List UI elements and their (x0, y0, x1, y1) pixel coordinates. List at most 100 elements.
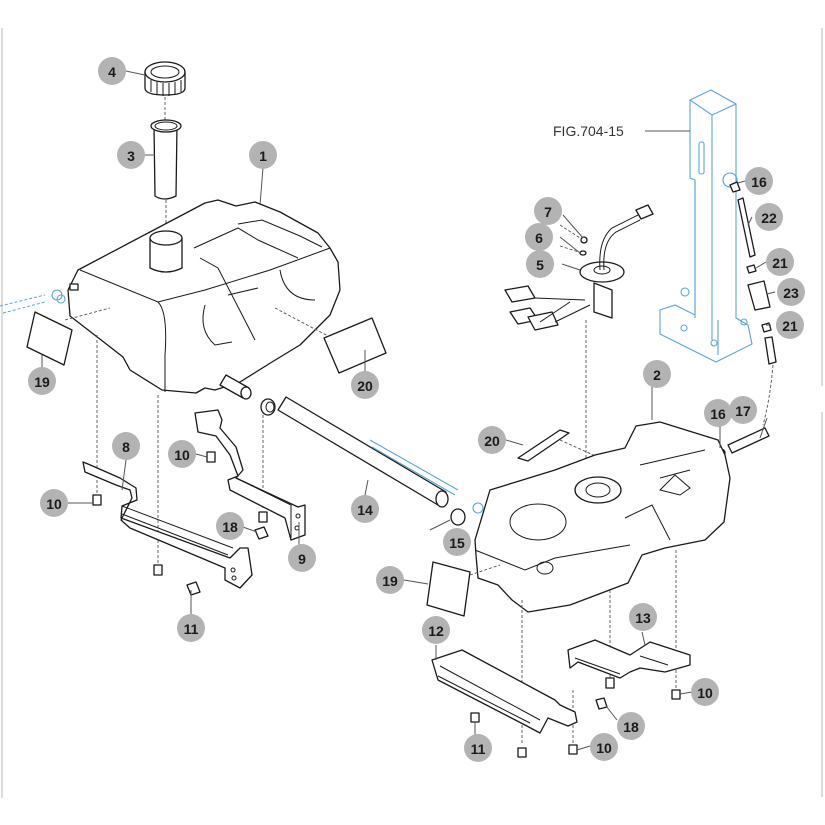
callout-circle (755, 203, 783, 231)
callout-number: 16 (710, 406, 726, 422)
callout-number: 8 (122, 439, 130, 455)
callout-circle (590, 733, 618, 761)
fuel-cap-part (144, 61, 186, 96)
callout-circle (766, 248, 794, 276)
callout-right-fuel-tank: 2 (643, 360, 671, 388)
callout-bolt: 18 (617, 712, 645, 740)
left-fuel-tank-part (67, 199, 341, 394)
callout-fuel-hose: 22 (755, 203, 783, 231)
connecting-hose-part (277, 396, 459, 508)
callout-number: 14 (357, 502, 373, 518)
callout-number: 15 (449, 535, 465, 551)
callout-number: 11 (184, 621, 199, 637)
callout-circle (478, 426, 506, 454)
tank-outlet-stub (219, 374, 252, 400)
callout-washer: 6 (525, 223, 553, 251)
label-sticker-20-right (517, 429, 570, 462)
callout-circle (534, 197, 562, 225)
callout-number: 11 (471, 741, 486, 757)
callout-number: 19 (382, 573, 398, 589)
label-sticker-19-right (426, 561, 471, 617)
callout-bolt: 11 (177, 614, 205, 642)
callout-bolt: 10 (590, 733, 618, 761)
callout-circle (376, 566, 404, 594)
callout-number: 16 (751, 174, 767, 190)
callout-circle (351, 371, 379, 399)
callout-number: 18 (623, 719, 639, 735)
fuel-sender-part (504, 204, 654, 331)
frame-border-left (1, 28, 3, 798)
callout-circle (776, 311, 804, 339)
callout-circle (643, 360, 671, 388)
callout-filler-neck: 3 (117, 141, 145, 169)
callout-circle (288, 544, 316, 572)
callout-number: 17 (735, 403, 751, 419)
callout-circle (464, 734, 492, 762)
callout-circle (691, 678, 719, 706)
frame-border-right (821, 28, 823, 386)
callout-label-right-tank: 20 (478, 426, 506, 454)
frame-border-right-lower (821, 412, 823, 797)
callout-fuel-sender: 5 (526, 250, 554, 278)
callout-number: 3 (127, 148, 135, 164)
short-hose-part (716, 427, 770, 458)
callout-number: 7 (544, 204, 552, 220)
fuel-line-fitting-left (0, 289, 66, 314)
callout-bolt: 10 (691, 678, 719, 706)
callout-bolt: 11 (464, 734, 492, 762)
callout-circle (617, 712, 645, 740)
assembly-line (469, 564, 501, 576)
callout-number: 5 (536, 257, 544, 273)
callout-fuel-filter: 23 (777, 278, 805, 306)
callout-number: 12 (428, 623, 444, 639)
callout-bracket-right-rear: 13 (629, 603, 657, 631)
callout-clamp: 16 (745, 167, 773, 195)
callout-bracket-left-rear: 9 (288, 544, 316, 572)
assembly-line (64, 307, 111, 321)
callout-clamp: 21 (776, 311, 804, 339)
bolt-parts-left (92, 451, 269, 596)
callout-circle (351, 495, 379, 523)
callout-bracket-left-front: 8 (112, 432, 140, 460)
callout-circle (40, 489, 68, 517)
callout-circle (629, 603, 657, 631)
callout-nut: 7 (534, 197, 562, 225)
callout-bolt: 18 (216, 512, 244, 540)
bracket-13-part (567, 639, 691, 679)
callout-circle (216, 512, 244, 540)
callout-circle (526, 250, 554, 278)
bracket-8-part (82, 461, 253, 589)
callout-fuel-cap: 4 (98, 57, 126, 85)
callout-label-left-tank: 20 (351, 371, 379, 399)
hose-clamp-part (260, 398, 276, 416)
callout-circle (443, 528, 471, 556)
support-pillar-ref (659, 89, 753, 363)
callout-circle (98, 57, 126, 85)
callout-number: 10 (174, 447, 190, 463)
callout-clamp: 21 (766, 248, 794, 276)
callout-number: 6 (535, 230, 543, 246)
filler-neck-part (150, 119, 182, 200)
assembly-line (559, 224, 581, 253)
callout-left-fuel-tank: 1 (249, 141, 277, 169)
label-sticker-20-left (323, 317, 387, 374)
callout-number: 22 (761, 210, 777, 226)
fuel-line-parts-right (729, 181, 777, 426)
callout-circle (745, 167, 773, 195)
leader-lines (41, 70, 776, 751)
callout-bolt: 10 (168, 440, 196, 468)
callout-number: 10 (596, 740, 612, 756)
right-fuel-tank-part (474, 421, 731, 613)
callout-circle (249, 141, 277, 169)
callout-hose-clamp: 15 (443, 528, 471, 556)
callout-circle (117, 141, 145, 169)
callout-number: 9 (298, 551, 306, 567)
callout-number: 23 (783, 285, 799, 301)
callout-circle (112, 432, 140, 460)
callout-connecting-hose: 14 (351, 495, 379, 523)
callout-number: 20 (484, 433, 500, 449)
callout-circle (422, 616, 450, 644)
callout-circle (729, 396, 757, 424)
